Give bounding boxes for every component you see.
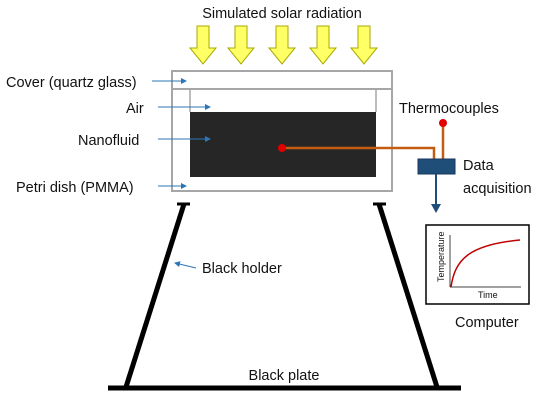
data-label-line1: Data (463, 158, 495, 174)
mini-chart-xlabel: Time (478, 290, 498, 300)
data-label-line2: acquisition (463, 181, 532, 197)
solar-radiation-arrows (188, 25, 379, 65)
plate-label: Black plate (249, 368, 320, 384)
computer-label: Computer (455, 315, 519, 331)
petri-label: Petri dish (PMMA) (16, 180, 134, 196)
thermocouples-label: Thermocouples (399, 101, 499, 117)
radiation-arrow-4 (308, 25, 338, 65)
holder-leg-left (123, 203, 187, 388)
quartz-glass-cover (171, 70, 393, 90)
mini-chart-ylabel: Temperature (436, 231, 446, 282)
holder-label: Black holder (202, 261, 282, 277)
air-label: Air (126, 101, 144, 117)
computer-screen (425, 224, 530, 305)
sensor-dot-nanofluid (278, 144, 286, 152)
radiation-arrow-5 (349, 25, 379, 65)
mini-temperature-chart: Temperature Time (436, 231, 521, 300)
radiation-arrow-2 (226, 25, 256, 65)
nanofluid-label: Nanofluid (78, 133, 139, 149)
radiation-arrow-1 (188, 25, 218, 65)
sensor-dot-ambient (439, 119, 447, 127)
cover-label: Cover (quartz glass) (6, 75, 137, 91)
holder-leg-right (376, 203, 440, 388)
radiation-arrow-3 (267, 25, 297, 65)
radiation-title: Simulated solar radiation (202, 6, 362, 22)
daq-to-computer-arrowhead (431, 204, 441, 213)
holder-pointer (174, 261, 197, 269)
data-acquisition-box (417, 158, 456, 175)
thermocouple-wire (282, 146, 436, 160)
mini-chart-curve (450, 239, 521, 288)
